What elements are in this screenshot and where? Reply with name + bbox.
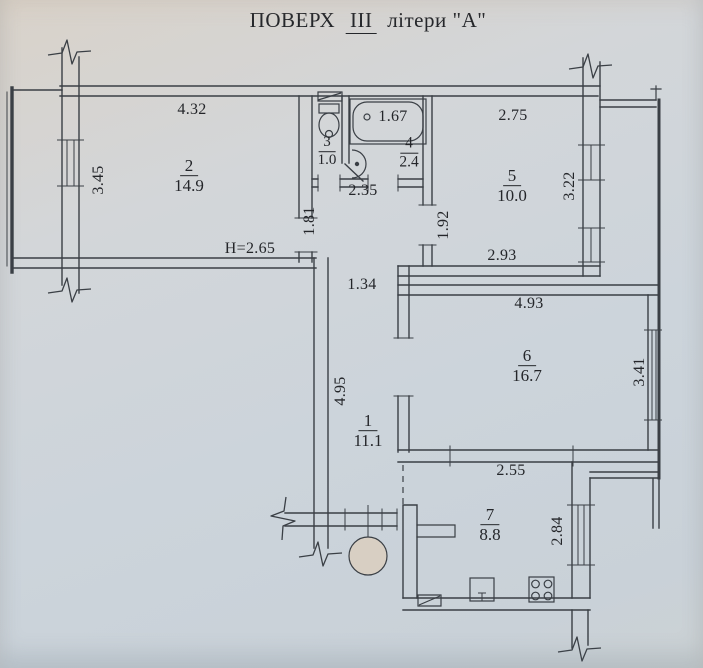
room-label-1: 1 11.1: [353, 412, 382, 450]
washbasin-symbol: [351, 149, 367, 179]
dim-room6-depth: 3.41: [631, 357, 648, 387]
dim-room6-bottom-width: 2.55: [496, 462, 526, 479]
room-number: 2: [179, 157, 199, 177]
room-area: 11.1: [353, 431, 383, 451]
room-label-6: 6 16.7: [512, 347, 542, 385]
room-label-7: 7 8.8: [479, 506, 500, 544]
bathtub-symbol: [349, 98, 427, 145]
room-number: 6: [517, 347, 537, 367]
kitchen-vent-symbol: [417, 594, 442, 607]
plan-title: ПОВЕРХ III літери "А": [250, 8, 487, 34]
dim-room2-width: 4.32: [177, 101, 207, 118]
fixtures: [317, 91, 555, 607]
kitchen-sink-symbol: [469, 577, 495, 602]
plan-title-floor-number: III: [345, 8, 377, 34]
dim-tub-length: 1.67: [378, 108, 408, 125]
room-area: 16.7: [512, 366, 542, 386]
dim-corridor-width: 1.34: [347, 276, 377, 293]
dim-hall-left: 1.81: [301, 206, 318, 236]
room-area: 8.8: [479, 525, 501, 545]
room-number: 5: [502, 167, 522, 187]
dim-hall-width: 2.35: [348, 182, 378, 199]
dim-room5-width-top: 2.75: [498, 107, 528, 124]
room-label-3: 3 1.0: [317, 134, 337, 169]
dim-room5-depth: 3.22: [561, 171, 578, 201]
room-area: 2.4: [399, 153, 419, 171]
walls: [6, 47, 662, 649]
dim-room6-width: 4.93: [514, 295, 544, 312]
room-label-2: 2 14.9: [174, 157, 204, 195]
toilet-symbol: [318, 103, 340, 139]
vent-shaft-symbol: [317, 91, 343, 102]
dim-room5-width-bottom: 2.93: [487, 247, 517, 264]
dim-room2-depth: 3.45: [90, 165, 107, 195]
stove-symbol: [528, 576, 555, 603]
plan-title-letter: літери "А": [387, 8, 487, 32]
room-number: 7: [480, 506, 500, 526]
windows: [57, 139, 662, 566]
garbage-chute-symbol: [348, 505, 388, 576]
room-number: 1: [358, 412, 378, 432]
wall-break-marks: [47, 39, 613, 662]
room-area: 10.0: [497, 186, 527, 206]
room-area: 1.0: [317, 152, 337, 169]
dim-ceiling-height: Н=2.65: [224, 240, 276, 257]
room-number: 4: [400, 135, 418, 154]
dim-room7-depth: 2.84: [549, 516, 566, 546]
room-label-4: 4 2.4: [399, 135, 419, 171]
room-number: 3: [318, 134, 336, 153]
room-area: 14.9: [174, 176, 204, 196]
plan-title-word: ПОВЕРХ: [249, 8, 336, 32]
dim-hall-right: 1.92: [435, 210, 452, 240]
dim-corridor-length: 4.95: [332, 376, 349, 406]
room-label-5: 5 10.0: [497, 167, 527, 205]
